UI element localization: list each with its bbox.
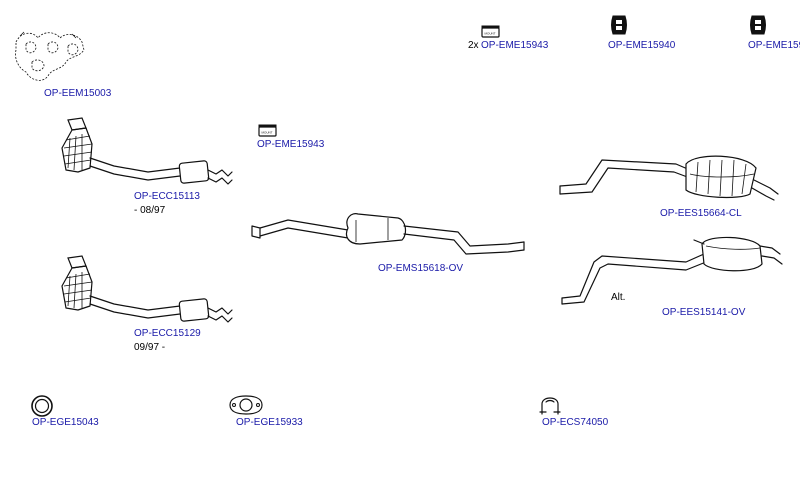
catalytic-converter-2-note: 09/97 -: [134, 342, 166, 353]
catalytic-converter-2-code[interactable]: OP-ECC15129: [134, 328, 201, 339]
manifold-gasket-drawing: [15, 31, 85, 81]
catalytic-converter-2-drawing: [61, 255, 233, 323]
mount-a-code[interactable]: OP-EME15943: [481, 40, 549, 51]
ring-gasket-code[interactable]: OP-EGE15043: [32, 417, 99, 428]
mount-c-icon: [750, 15, 766, 35]
mount-d-icon: MOUNT: [258, 124, 277, 137]
mount-c-code[interactable]: OP-EME159: [748, 40, 800, 51]
rear-silencer-ov-code[interactable]: OP-EES15141-OV: [662, 307, 746, 318]
mount-b-code[interactable]: OP-EME15940: [608, 40, 676, 51]
mount-a-qty: 2x: [468, 40, 479, 51]
rear-silencer-cl-drawing: [559, 155, 779, 201]
mount-a-icon-text: MOUNT: [485, 32, 496, 36]
mount-a-icon: MOUNT: [481, 25, 500, 38]
mount-b-icon: [611, 15, 627, 35]
mount-d-icon-text: MOUNT: [262, 131, 273, 135]
catalytic-converter-1-drawing: [61, 117, 233, 185]
rear-silencer-ov-note: Alt.: [611, 292, 626, 303]
mount-d-code[interactable]: OP-EME15943: [257, 139, 325, 150]
clamp-icon: [539, 397, 561, 415]
manifold-gasket-code[interactable]: OP-EEM15003: [44, 88, 112, 99]
catalytic-converter-1-code[interactable]: OP-ECC15113: [134, 191, 200, 202]
middle-silencer-code[interactable]: OP-EMS15618-OV: [378, 263, 464, 274]
rear-silencer-cl-code[interactable]: OP-EES15664-CL: [660, 208, 742, 219]
flange-gasket-code[interactable]: OP-EGE15933: [236, 417, 303, 428]
middle-silencer-drawing: [251, 213, 525, 255]
flange-gasket-icon: [229, 395, 263, 415]
rear-silencer-ov-drawing: [561, 236, 783, 305]
ring-gasket-icon: [31, 395, 53, 417]
clamp-code[interactable]: OP-ECS74050: [542, 417, 609, 428]
catalytic-converter-1-note: - 08/97: [134, 205, 166, 216]
